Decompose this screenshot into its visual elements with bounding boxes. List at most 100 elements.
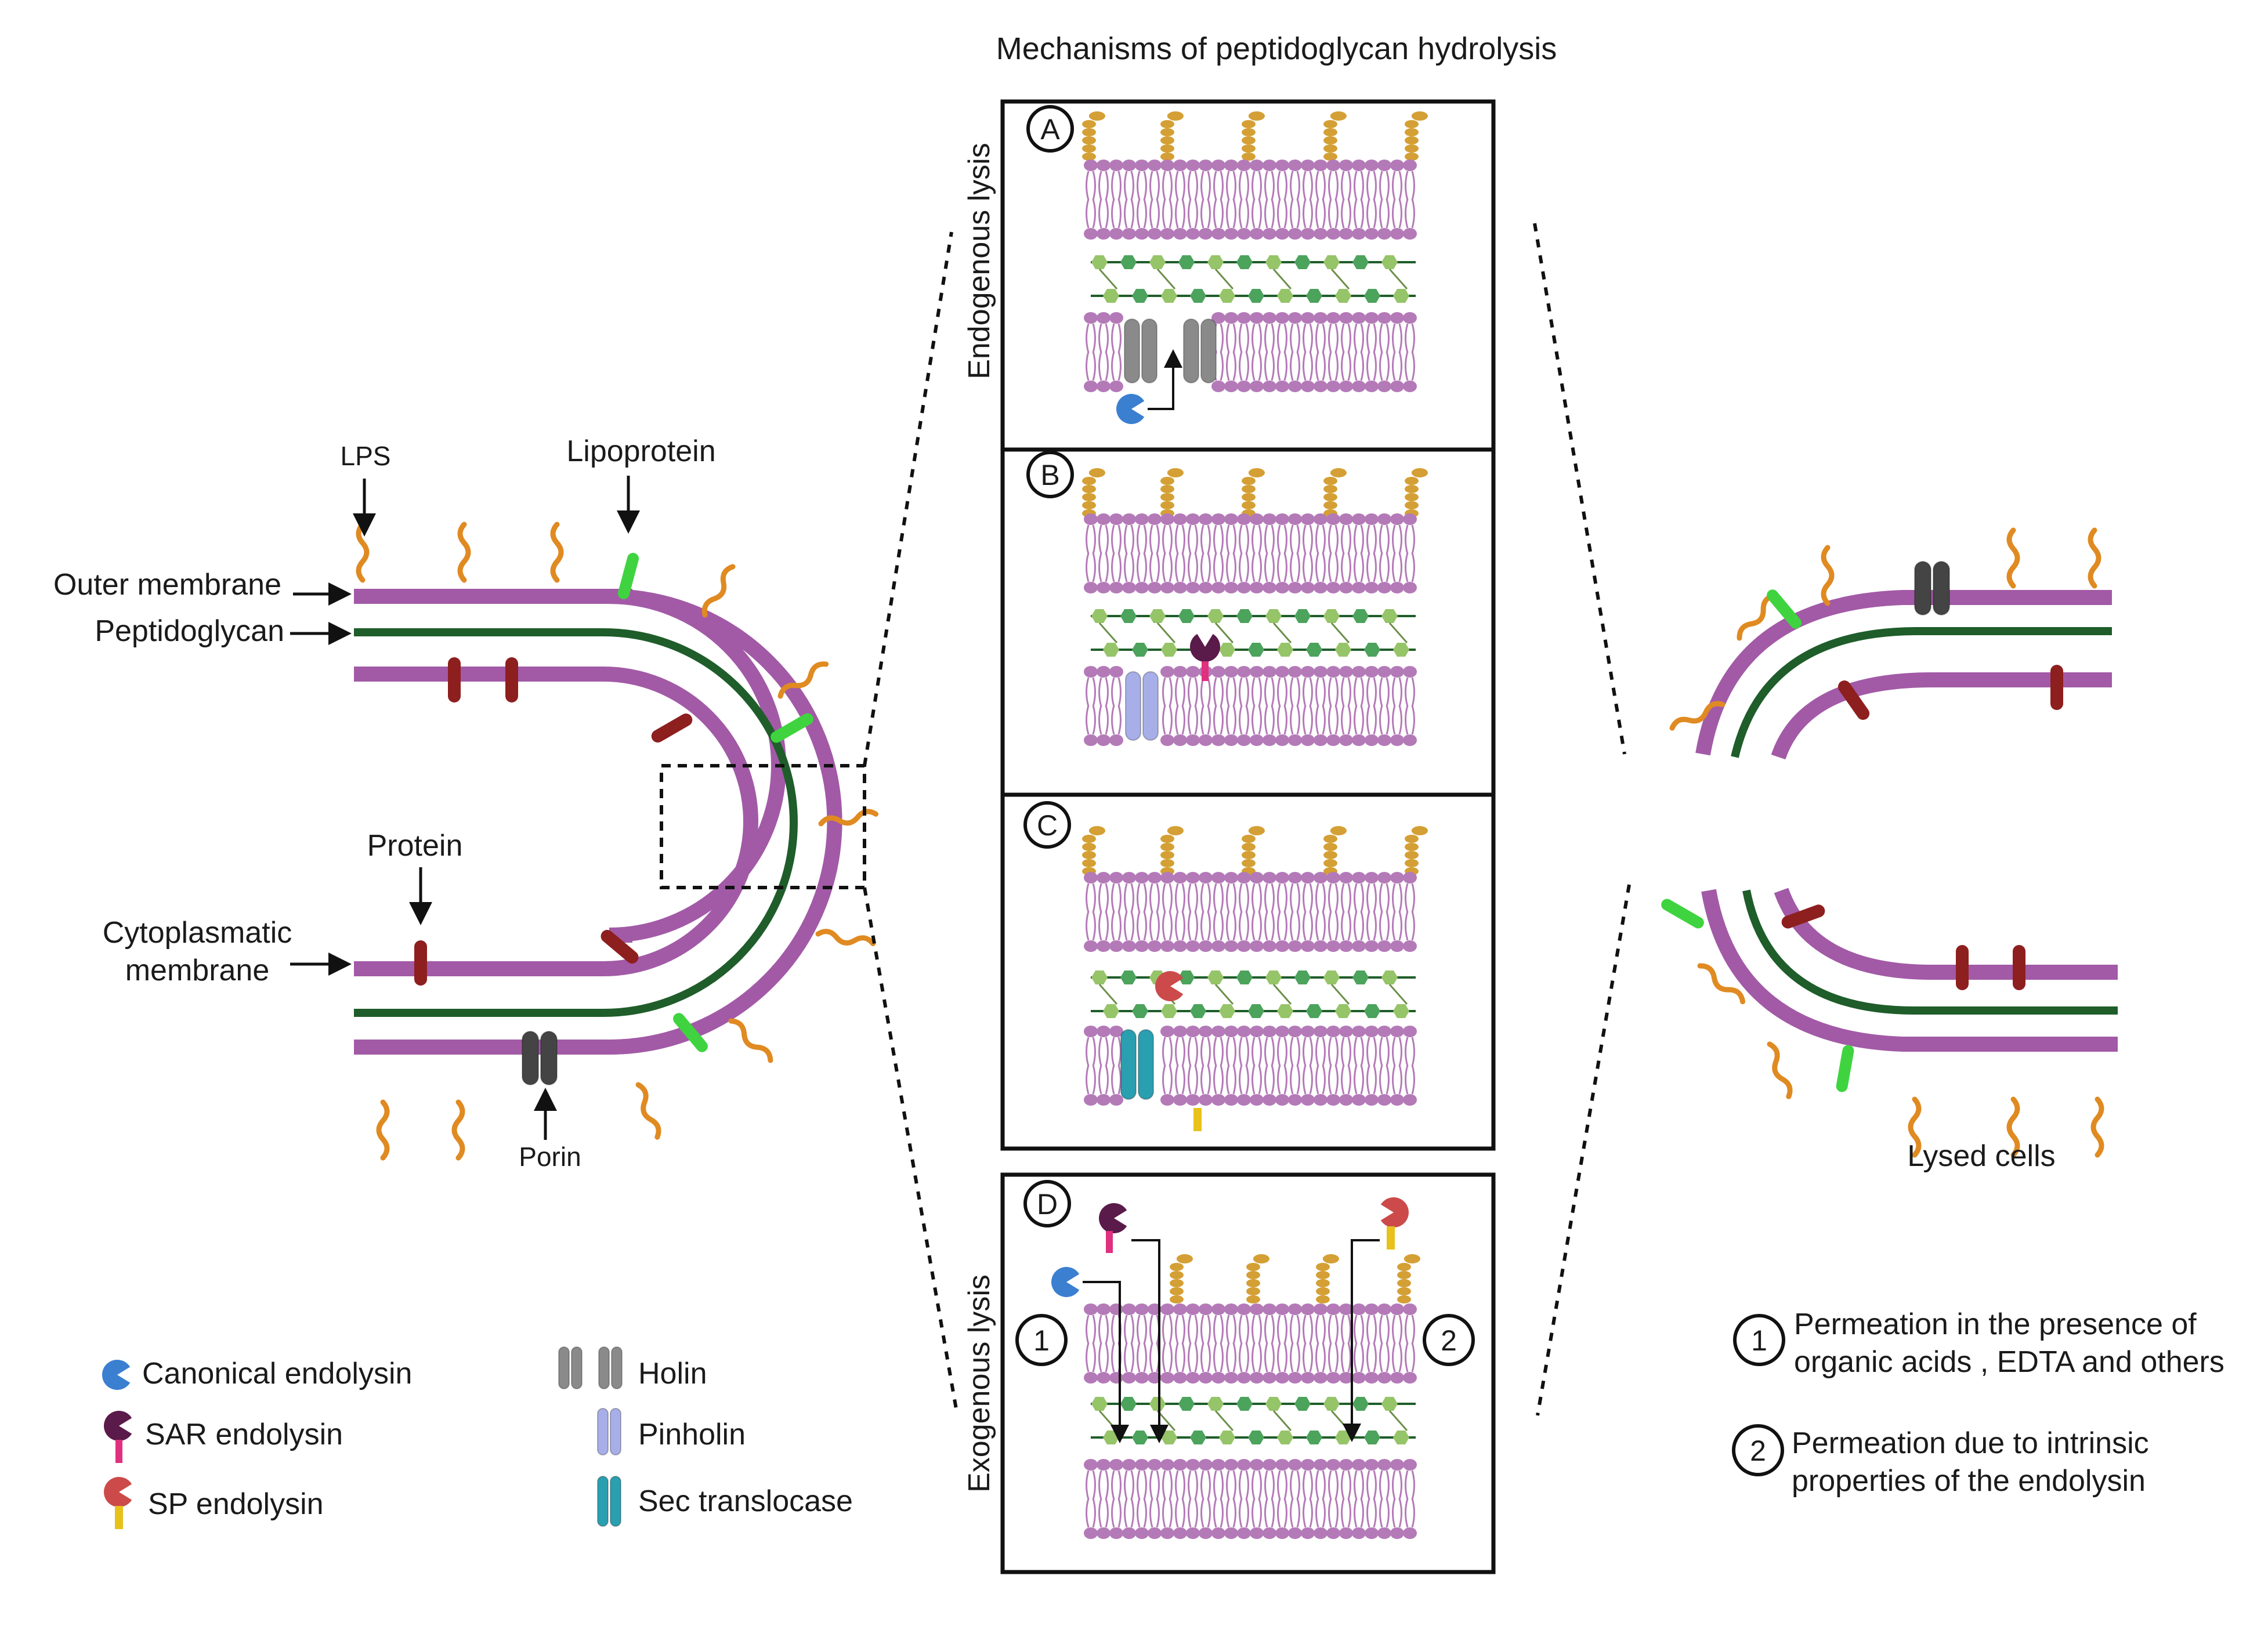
lipid-head (1186, 1372, 1200, 1384)
lipid-head (1352, 381, 1366, 392)
sugar-unit (1236, 255, 1253, 269)
lipid-tail (1111, 1037, 1122, 1095)
lipid-head (1186, 872, 1200, 883)
lipid-head (1326, 228, 1340, 240)
peptidoglycan-layer (354, 628, 798, 1017)
lysed-peptidoglycan-top (1731, 627, 2112, 758)
lipid-tail (1086, 524, 1096, 582)
lipid-tail (1366, 323, 1377, 381)
sugar-unit (1132, 643, 1148, 657)
sugar-unit (1190, 1431, 1206, 1444)
sugar-unit (1265, 1397, 1282, 1411)
lipid-head (1403, 1459, 1417, 1471)
lipid-tail (1392, 524, 1402, 582)
lipid-head (1403, 1026, 1417, 1037)
lipid-head (1148, 513, 1162, 525)
sugar-unit (1178, 255, 1195, 269)
lipid-tail (1341, 1470, 1351, 1528)
lipid-head (1109, 381, 1123, 392)
sugar-unit (1265, 970, 1282, 984)
lipid-tail (1354, 323, 1364, 381)
holin-channel (1183, 318, 1217, 383)
lipid-tail (1303, 524, 1313, 582)
lipid-head (1237, 513, 1251, 525)
label-porin: Porin (519, 1142, 581, 1172)
lipid-tail (1264, 1314, 1275, 1372)
lipid-tail (1379, 171, 1390, 229)
label-protein: Protein (367, 829, 463, 863)
lipid-tail (1405, 323, 1415, 381)
lipid-head (1148, 160, 1162, 171)
panel-d-badge: D (1023, 1180, 1071, 1227)
lipid-head (1275, 1372, 1289, 1384)
lipid-head (1173, 1459, 1187, 1471)
lipid-tail (1354, 677, 1364, 735)
lysed-surface-molecules (1661, 527, 2104, 1158)
lipoprotein-anchor (1323, 111, 1347, 161)
holin-icon-subunit (571, 1346, 583, 1389)
lipid-head (1377, 940, 1391, 952)
lipid-tail (1290, 677, 1300, 735)
sugar-unit (1277, 1431, 1293, 1444)
sugar-unit (1120, 1397, 1137, 1411)
lipid-head (1211, 1459, 1225, 1471)
lipoprotein-anchor (1242, 111, 1265, 161)
lipoprotein-anchor (1323, 468, 1347, 517)
peptidoglycan-mesh (1091, 255, 1416, 303)
lipid-tail (1098, 1037, 1109, 1095)
lipid-head (1301, 1459, 1315, 1471)
lipid-head (1173, 1372, 1187, 1384)
lipoprotein-coil (1082, 843, 1096, 851)
lipid-head (1339, 734, 1353, 746)
lipid-head (1186, 1459, 1200, 1471)
lipid-head (1314, 1372, 1327, 1384)
lipid-head (1224, 312, 1238, 324)
lipid-head (1288, 1372, 1302, 1384)
lipid-head (1263, 513, 1276, 525)
lipid-tail (1315, 1470, 1326, 1528)
lipid-head (1084, 872, 1098, 883)
lipid-head (1109, 1459, 1123, 1471)
lipid-tail (1124, 883, 1134, 941)
lipid-tail (1213, 1037, 1224, 1095)
lipid-head (1377, 1527, 1391, 1539)
lipid-head (1403, 872, 1417, 883)
lipid-head (1109, 1372, 1123, 1384)
lipid-head (1275, 228, 1289, 240)
lipid-tail (1251, 524, 1262, 582)
lipid-head (1199, 160, 1213, 171)
lipid-tail (1341, 171, 1351, 229)
lipoprotein-coil (1160, 843, 1174, 851)
lipid-head (1403, 666, 1417, 678)
lipid-head (1097, 666, 1111, 678)
lipid-head (1109, 1303, 1123, 1315)
lipid-head (1186, 513, 1200, 525)
sugar-unit (1294, 609, 1311, 623)
lipid-head (1211, 228, 1225, 240)
lipoprotein-coil (1082, 128, 1096, 136)
note-2-marker: 2 (1750, 1435, 1766, 1467)
sugar-unit (1091, 609, 1108, 623)
lipid-head (1365, 1026, 1379, 1037)
outer-membrane-bilayer (1084, 513, 1417, 593)
lipid-tail (1366, 524, 1377, 582)
lipoprotein-coil (1397, 1295, 1411, 1303)
sec-translocase-channel (1120, 1029, 1154, 1100)
lipid-tail (1392, 1037, 1402, 1095)
peptidoglycan-mesh (1091, 970, 1416, 1018)
lps-molecule (701, 564, 736, 618)
lipid-tail (1405, 677, 1415, 735)
lipid-tail (1086, 1470, 1096, 1528)
lipoprotein-coil (1082, 835, 1096, 843)
lipid-head (1135, 160, 1149, 171)
porin-channel (522, 1031, 558, 1085)
lipid-head (1326, 160, 1340, 171)
lipid-tail (1277, 1314, 1287, 1372)
lipid-head (1326, 582, 1340, 593)
lipoprotein-coil (1405, 128, 1419, 136)
lipid-head (1365, 513, 1379, 525)
peptide-crosslink (1156, 269, 1176, 289)
lipid-tail (1251, 677, 1262, 735)
lipid-head (1211, 312, 1225, 324)
lipid-tail (1341, 883, 1351, 941)
